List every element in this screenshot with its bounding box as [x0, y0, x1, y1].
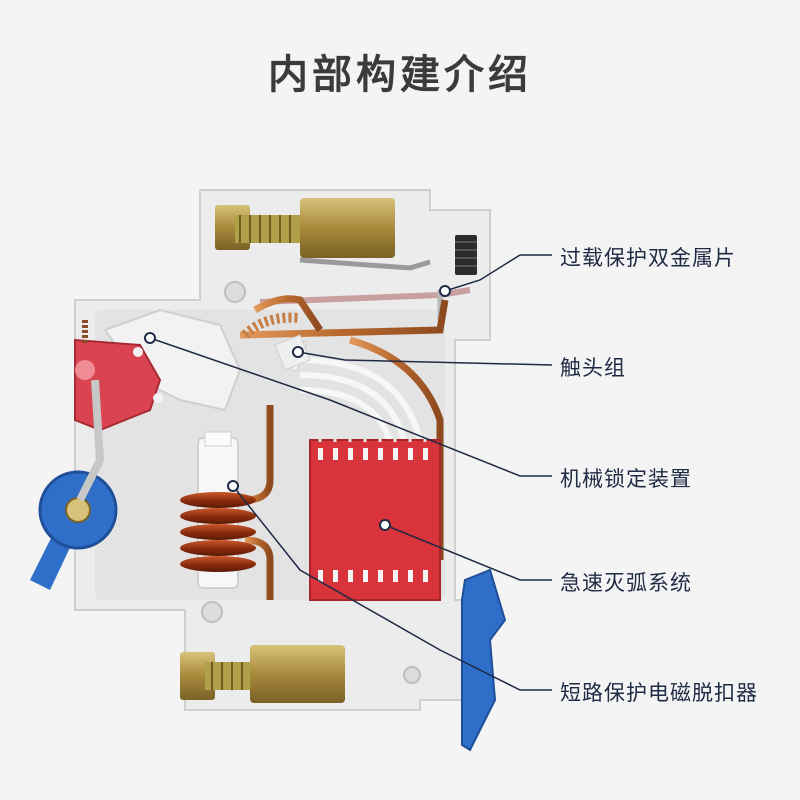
callout-lock-label: 机械锁定装置: [560, 467, 692, 491]
callout-magnetic-label: 短路保护电磁脱扣器: [560, 681, 758, 705]
callout-contacts-label: 触头组: [560, 356, 626, 380]
rivet-right: [403, 666, 421, 684]
magnetic-trip-coil: [180, 431, 256, 589]
arc-runner-arcs: [299, 357, 423, 451]
copper-conductors: [239, 295, 449, 600]
top-terminal: [215, 198, 431, 271]
page-title: 内部构建介绍: [268, 52, 532, 98]
leader-lines: [149, 254, 553, 691]
callout-bimetal-label: 过载保护双金属片: [560, 246, 736, 270]
rivet-top: [224, 281, 246, 303]
callout-arc-label: 急速灭弧系统: [560, 571, 692, 595]
rivet-bottom: [201, 601, 223, 623]
din-rail-clip: [461, 568, 507, 752]
bottom-terminal: [180, 645, 345, 703]
arc-chute: [309, 428, 441, 601]
operating-knob: [30, 379, 118, 590]
leader-markers: [144, 285, 451, 531]
